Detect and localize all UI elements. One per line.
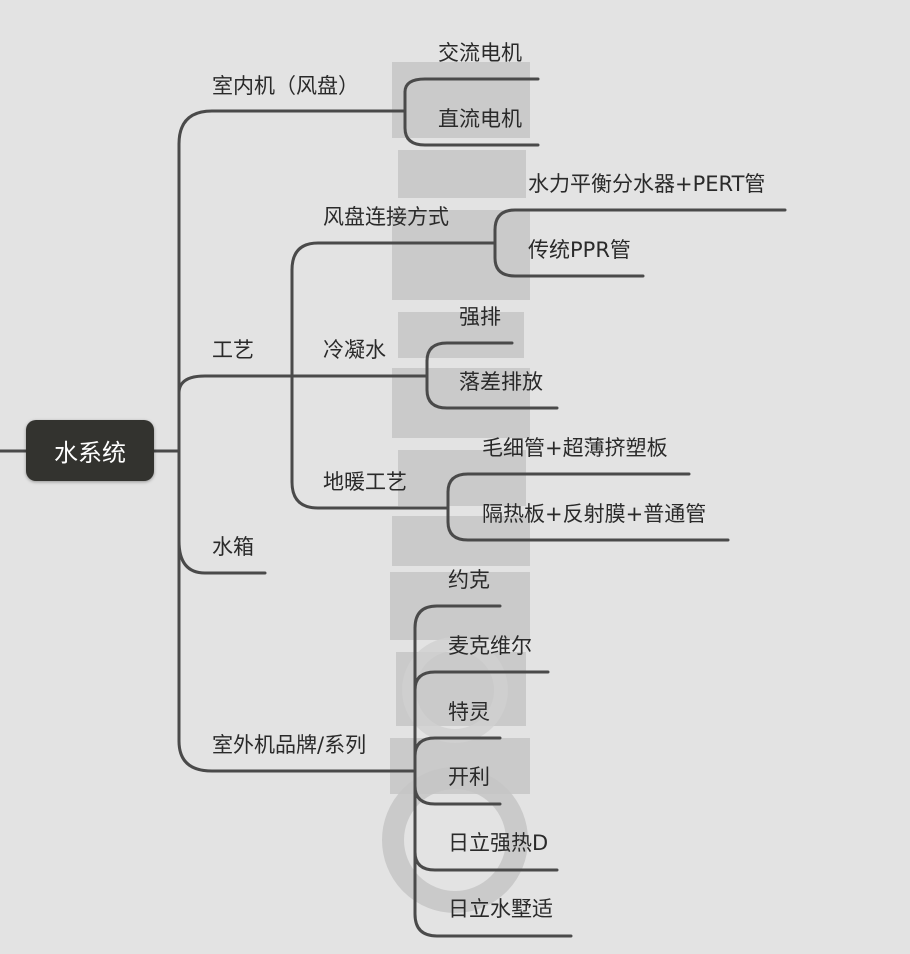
node-floor-heating[interactable]: 地暖工艺 — [323, 470, 407, 494]
node-insulation-board[interactable]: 隔热板+反射膜+普通管 — [482, 502, 707, 526]
node-hydraulic-manifold[interactable]: 水力平衡分水器+PERT管 — [528, 172, 766, 196]
node-fancoil-connection[interactable]: 风盘连接方式 — [323, 205, 449, 229]
node-brand-trane[interactable]: 特灵 — [448, 700, 490, 724]
connector — [177, 539, 267, 575]
connector — [425, 341, 514, 363]
node-outdoor-brands[interactable]: 室外机品牌/系列 — [212, 733, 367, 757]
connector — [493, 228, 645, 278]
node-brand-carrier[interactable]: 开利 — [448, 765, 490, 789]
connector — [403, 77, 540, 94]
watermark-bar — [392, 210, 530, 300]
root-node[interactable]: 水系统 — [26, 420, 154, 481]
connector — [413, 604, 502, 630]
node-ppr-pipe[interactable]: 传统PPR管 — [528, 238, 631, 262]
node-brand-hitachi-d[interactable]: 日立强热D — [448, 831, 549, 855]
watermark-bar — [392, 62, 530, 138]
watermark-bar — [392, 368, 530, 438]
node-gravity-drain[interactable]: 落差排放 — [459, 370, 543, 394]
node-process[interactable]: 工艺 — [212, 338, 254, 362]
node-condensate[interactable]: 冷凝水 — [323, 338, 386, 362]
node-brand-mcquay[interactable]: 麦克维尔 — [448, 634, 532, 658]
node-brand-york[interactable]: 约克 — [448, 568, 490, 592]
connector — [446, 490, 730, 542]
connector — [413, 626, 573, 938]
node-indoor-unit[interactable]: 室内机（风盘） — [212, 74, 359, 98]
connector — [413, 670, 550, 692]
connector — [290, 268, 450, 510]
connector — [403, 90, 540, 147]
connector — [413, 784, 502, 806]
connector — [177, 739, 415, 773]
connector — [493, 208, 787, 232]
connector — [290, 241, 497, 272]
watermark-bar — [398, 150, 526, 198]
watermark-bar — [398, 450, 526, 506]
connector — [425, 359, 559, 410]
watermark-ring — [382, 767, 528, 913]
connector — [446, 472, 691, 494]
node-water-tank[interactable]: 水箱 — [212, 535, 254, 559]
node-capillary[interactable]: 毛细管+超薄挤塑板 — [482, 436, 668, 460]
connector — [177, 374, 294, 395]
root-label: 水系统 — [54, 439, 126, 467]
connector — [177, 109, 407, 146]
watermark-ring — [402, 637, 508, 743]
connector — [413, 736, 502, 758]
node-forced-drain[interactable]: 强排 — [459, 305, 501, 329]
node-brand-hitachi-villa[interactable]: 日立水墅适 — [448, 897, 553, 921]
node-dc-motor[interactable]: 直流电机 — [438, 107, 522, 131]
watermark-bar — [398, 312, 524, 358]
node-ac-motor[interactable]: 交流电机 — [438, 41, 522, 65]
connector — [413, 850, 559, 872]
